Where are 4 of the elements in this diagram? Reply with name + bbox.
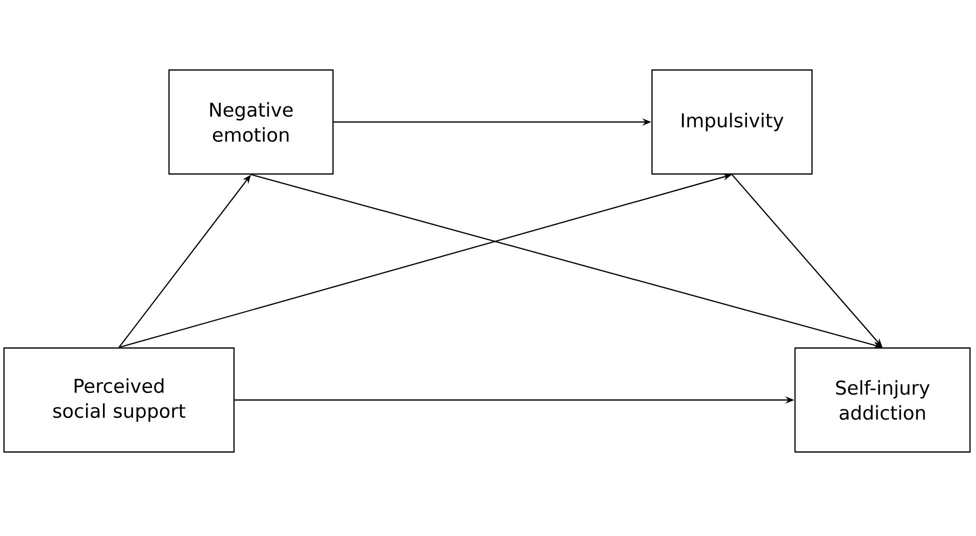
concept-box: Self-injury addiction — [794, 347, 971, 453]
concept-box: Perceived social support — [3, 347, 235, 453]
concept-box: Impulsivity — [651, 69, 813, 175]
concept-box: Negative emotion — [168, 69, 334, 175]
